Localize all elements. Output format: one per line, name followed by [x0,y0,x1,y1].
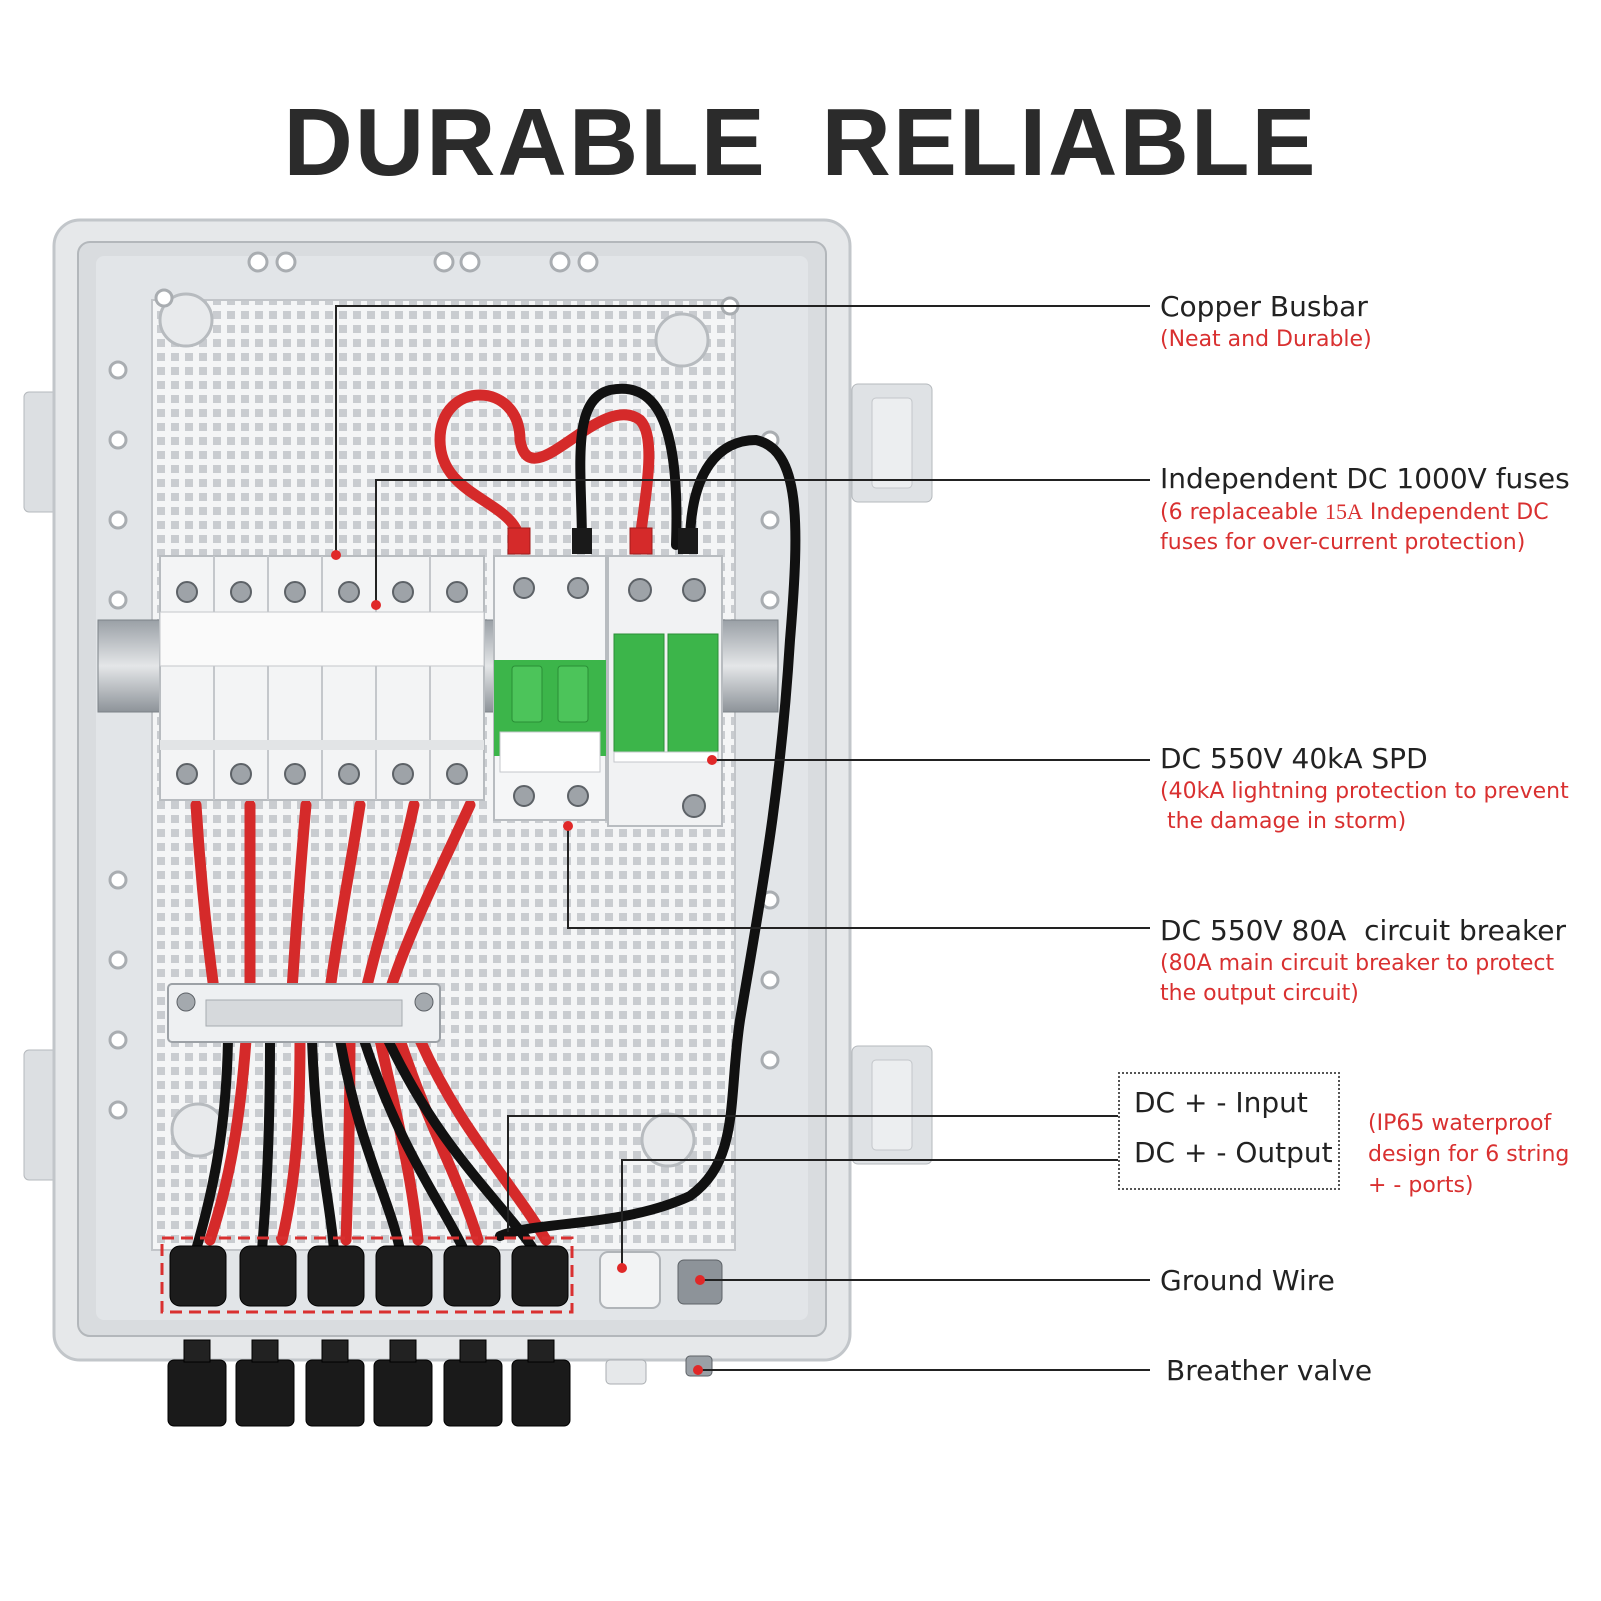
label-copper-busbar: Copper Busbar (Neat and Durable) [1160,290,1372,355]
label-spd-title: DC 550V 40kA SPD [1160,742,1428,775]
label-spd-note-line2: the damage in storm) [1160,809,1407,834]
label-ground-wire: Ground Wire [1160,1264,1335,1297]
label-io-note-line3: + - ports) [1368,1173,1474,1198]
circuit-breaker-icon [493,555,607,821]
label-spd: DC 550V 40kA SPD (40kA lightning protect… [1160,742,1590,837]
io-ports-box: DC + - Input DC + - Output [1118,1072,1340,1190]
page-title: DURABLE RELIABLE [283,89,1318,196]
label-fuses-note-part1: (6 replaceable [1160,500,1325,525]
label-circuit-breaker: DC 550V 80A circuit breaker (80A main ci… [1160,914,1590,1009]
leader-lines [335,305,1150,1371]
input-output-ports-highlight [160,1236,574,1314]
label-io-note: (IP65 waterproof design for 6 string + -… [1368,1108,1588,1201]
label-fuses-note: (6 replaceable 15A Independent DC fuses … [1160,497,1590,558]
label-dc-output: DC + - Output [1134,1136,1333,1169]
label-fuses-rating: 15A [1324,499,1363,524]
label-breather-valve-title: Breather valve [1166,1354,1373,1387]
label-fuses: Independent DC 1000V fuses (6 replaceabl… [1160,462,1590,558]
label-circuit-breaker-title: DC 550V 80A circuit breaker [1160,914,1566,947]
callout-dots [331,550,717,1375]
label-io-note-line1: (IP65 waterproof [1368,1111,1552,1136]
label-circuit-breaker-note: (80A main circuit breaker to protect the… [1160,949,1590,1009]
label-spd-note-line1: (40kA lightning protection to prevent [1160,779,1569,804]
label-fuses-note-part2: Independent DC [1362,500,1549,525]
label-circuit-breaker-note-line2: the output circuit) [1160,981,1359,1006]
fuse-holders [159,555,485,801]
mc4-connector-icon [169,1245,569,1307]
label-dc-input: DC + - Input [1134,1086,1308,1119]
string-wires-black [191,434,801,1255]
label-fuses-note-part3: fuses for over-current protection) [1160,530,1526,555]
label-circuit-breaker-note-line1: (80A main circuit breaker to protect [1160,951,1555,976]
enclosure-hinges [23,383,933,1181]
label-io-note-line2: design for 6 string [1368,1142,1570,1167]
label-spd-note: (40kA lightning protection to prevent th… [1160,777,1590,837]
external-mc4-connectors [167,1339,571,1427]
string-wires-red [190,799,552,1246]
fuse-holder-icon [159,555,485,801]
label-copper-busbar-note: (Neat and Durable) [1160,327,1372,352]
label-breather-valve: Breather valve [1166,1354,1372,1387]
copper-busbar [167,983,441,1043]
label-ground-wire-title: Ground Wire [1160,1264,1335,1297]
surge-protector-icon [607,555,723,827]
label-copper-busbar-title: Copper Busbar [1160,290,1368,323]
label-fuses-title: Independent DC 1000V fuses [1160,462,1570,495]
